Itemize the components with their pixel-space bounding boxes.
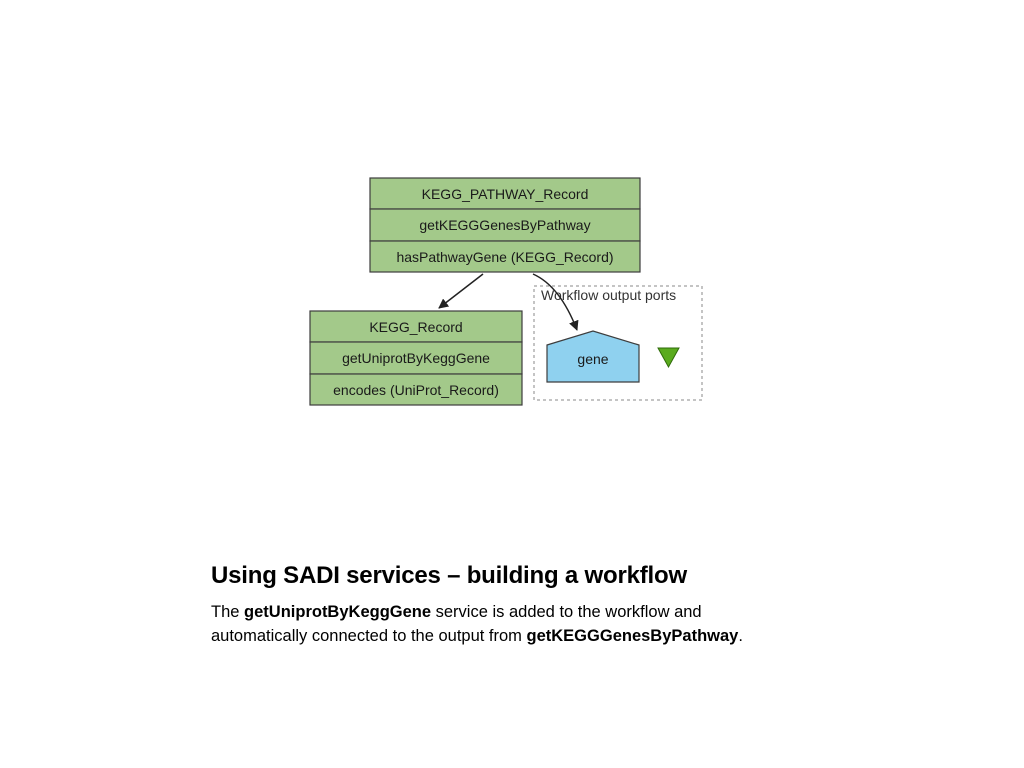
output-ports-label: Workflow output ports: [541, 287, 676, 303]
edge-pathway-to-gene-port: [532, 273, 579, 331]
desc-line1-suffix: service is added to the workflow and: [431, 603, 702, 621]
kegg-record-output-cell: [309, 373, 523, 406]
desc-line2-suffix: .: [738, 627, 743, 645]
workflow-output-ports-group: Workflow output ports gene: [533, 285, 703, 401]
output-ports-dashed-border: [533, 285, 703, 401]
kegg-record-title-cell: [309, 310, 523, 343]
pathway-output-label: hasPathwayGene (KEGG_Record): [396, 249, 613, 265]
desc-line2-prefix: automatically connected to the output fr…: [211, 627, 527, 645]
pathway-service-label: getKEGGGenesByPathway: [419, 217, 590, 233]
slide-caption: Using SADI services – building a workflo…: [211, 562, 911, 648]
green-triangle-down-icon[interactable]: [657, 347, 680, 369]
gene-port-label: gene: [577, 351, 608, 367]
desc-service-name-kegg: getKEGGGenesByPathway: [526, 627, 739, 645]
pathway-output-cell: [369, 240, 641, 273]
kegg-pathway-record-node[interactable]: KEGG_PATHWAY_Record getKEGGGenesByPathwa…: [369, 177, 641, 273]
kegg-record-node[interactable]: KEGG_Record getUniprotByKeggGene encodes…: [309, 310, 523, 406]
slide-description: The getUniprotByKeggGene service is adde…: [211, 600, 911, 648]
kegg-record-service-label: getUniprotByKeggGene: [342, 350, 490, 366]
pathway-service-cell: [369, 208, 641, 242]
kegg-record-title-label: KEGG_Record: [369, 319, 462, 335]
desc-line1-prefix: The: [211, 603, 245, 621]
pathway-title-cell: [369, 177, 641, 210]
desc-service-name-uniprot: getUniprotByKeggGene: [244, 603, 432, 621]
pathway-title-label: KEGG_PATHWAY_Record: [422, 186, 589, 202]
gene-port-shape: [546, 330, 640, 383]
slide-title: Using SADI services – building a workflo…: [211, 562, 687, 589]
edge-pathway-to-kegg-record: [438, 273, 484, 309]
gene-output-port[interactable]: gene: [546, 330, 640, 383]
kegg-record-output-label: encodes (UniProt_Record): [333, 382, 499, 398]
